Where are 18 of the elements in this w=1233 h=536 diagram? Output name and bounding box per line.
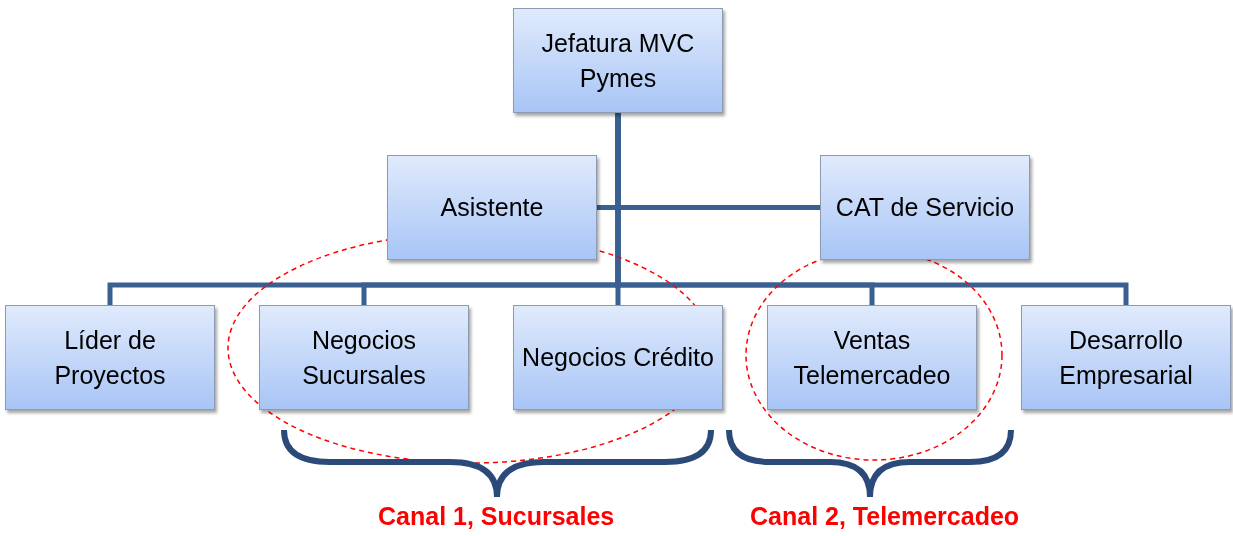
box-label: Ventas Telemercadeo bbox=[792, 324, 952, 391]
org-box bbox=[820, 155, 1030, 260]
channel-label: Canal 2, Telemercadeo bbox=[750, 502, 1020, 531]
box-label: CAT de Servicio bbox=[834, 192, 1016, 223]
org-box bbox=[513, 305, 723, 410]
org-box bbox=[767, 305, 977, 410]
box-label: Negocios Crédito bbox=[521, 342, 715, 373]
org-box bbox=[513, 8, 723, 113]
box-label: Asistente bbox=[439, 192, 545, 223]
box-label: Líder de Proyectos bbox=[53, 324, 167, 391]
org-box bbox=[5, 305, 215, 410]
channel-label: Canal 1, Sucursales bbox=[378, 502, 615, 531]
org-box bbox=[387, 155, 597, 260]
box-label: Jefatura MVC Pymes bbox=[540, 27, 696, 94]
box-label: Desarrollo Empresarial bbox=[1058, 324, 1194, 391]
org-box bbox=[1021, 305, 1231, 410]
box-label: Negocios Sucursales bbox=[301, 324, 427, 391]
org-box bbox=[259, 305, 469, 410]
